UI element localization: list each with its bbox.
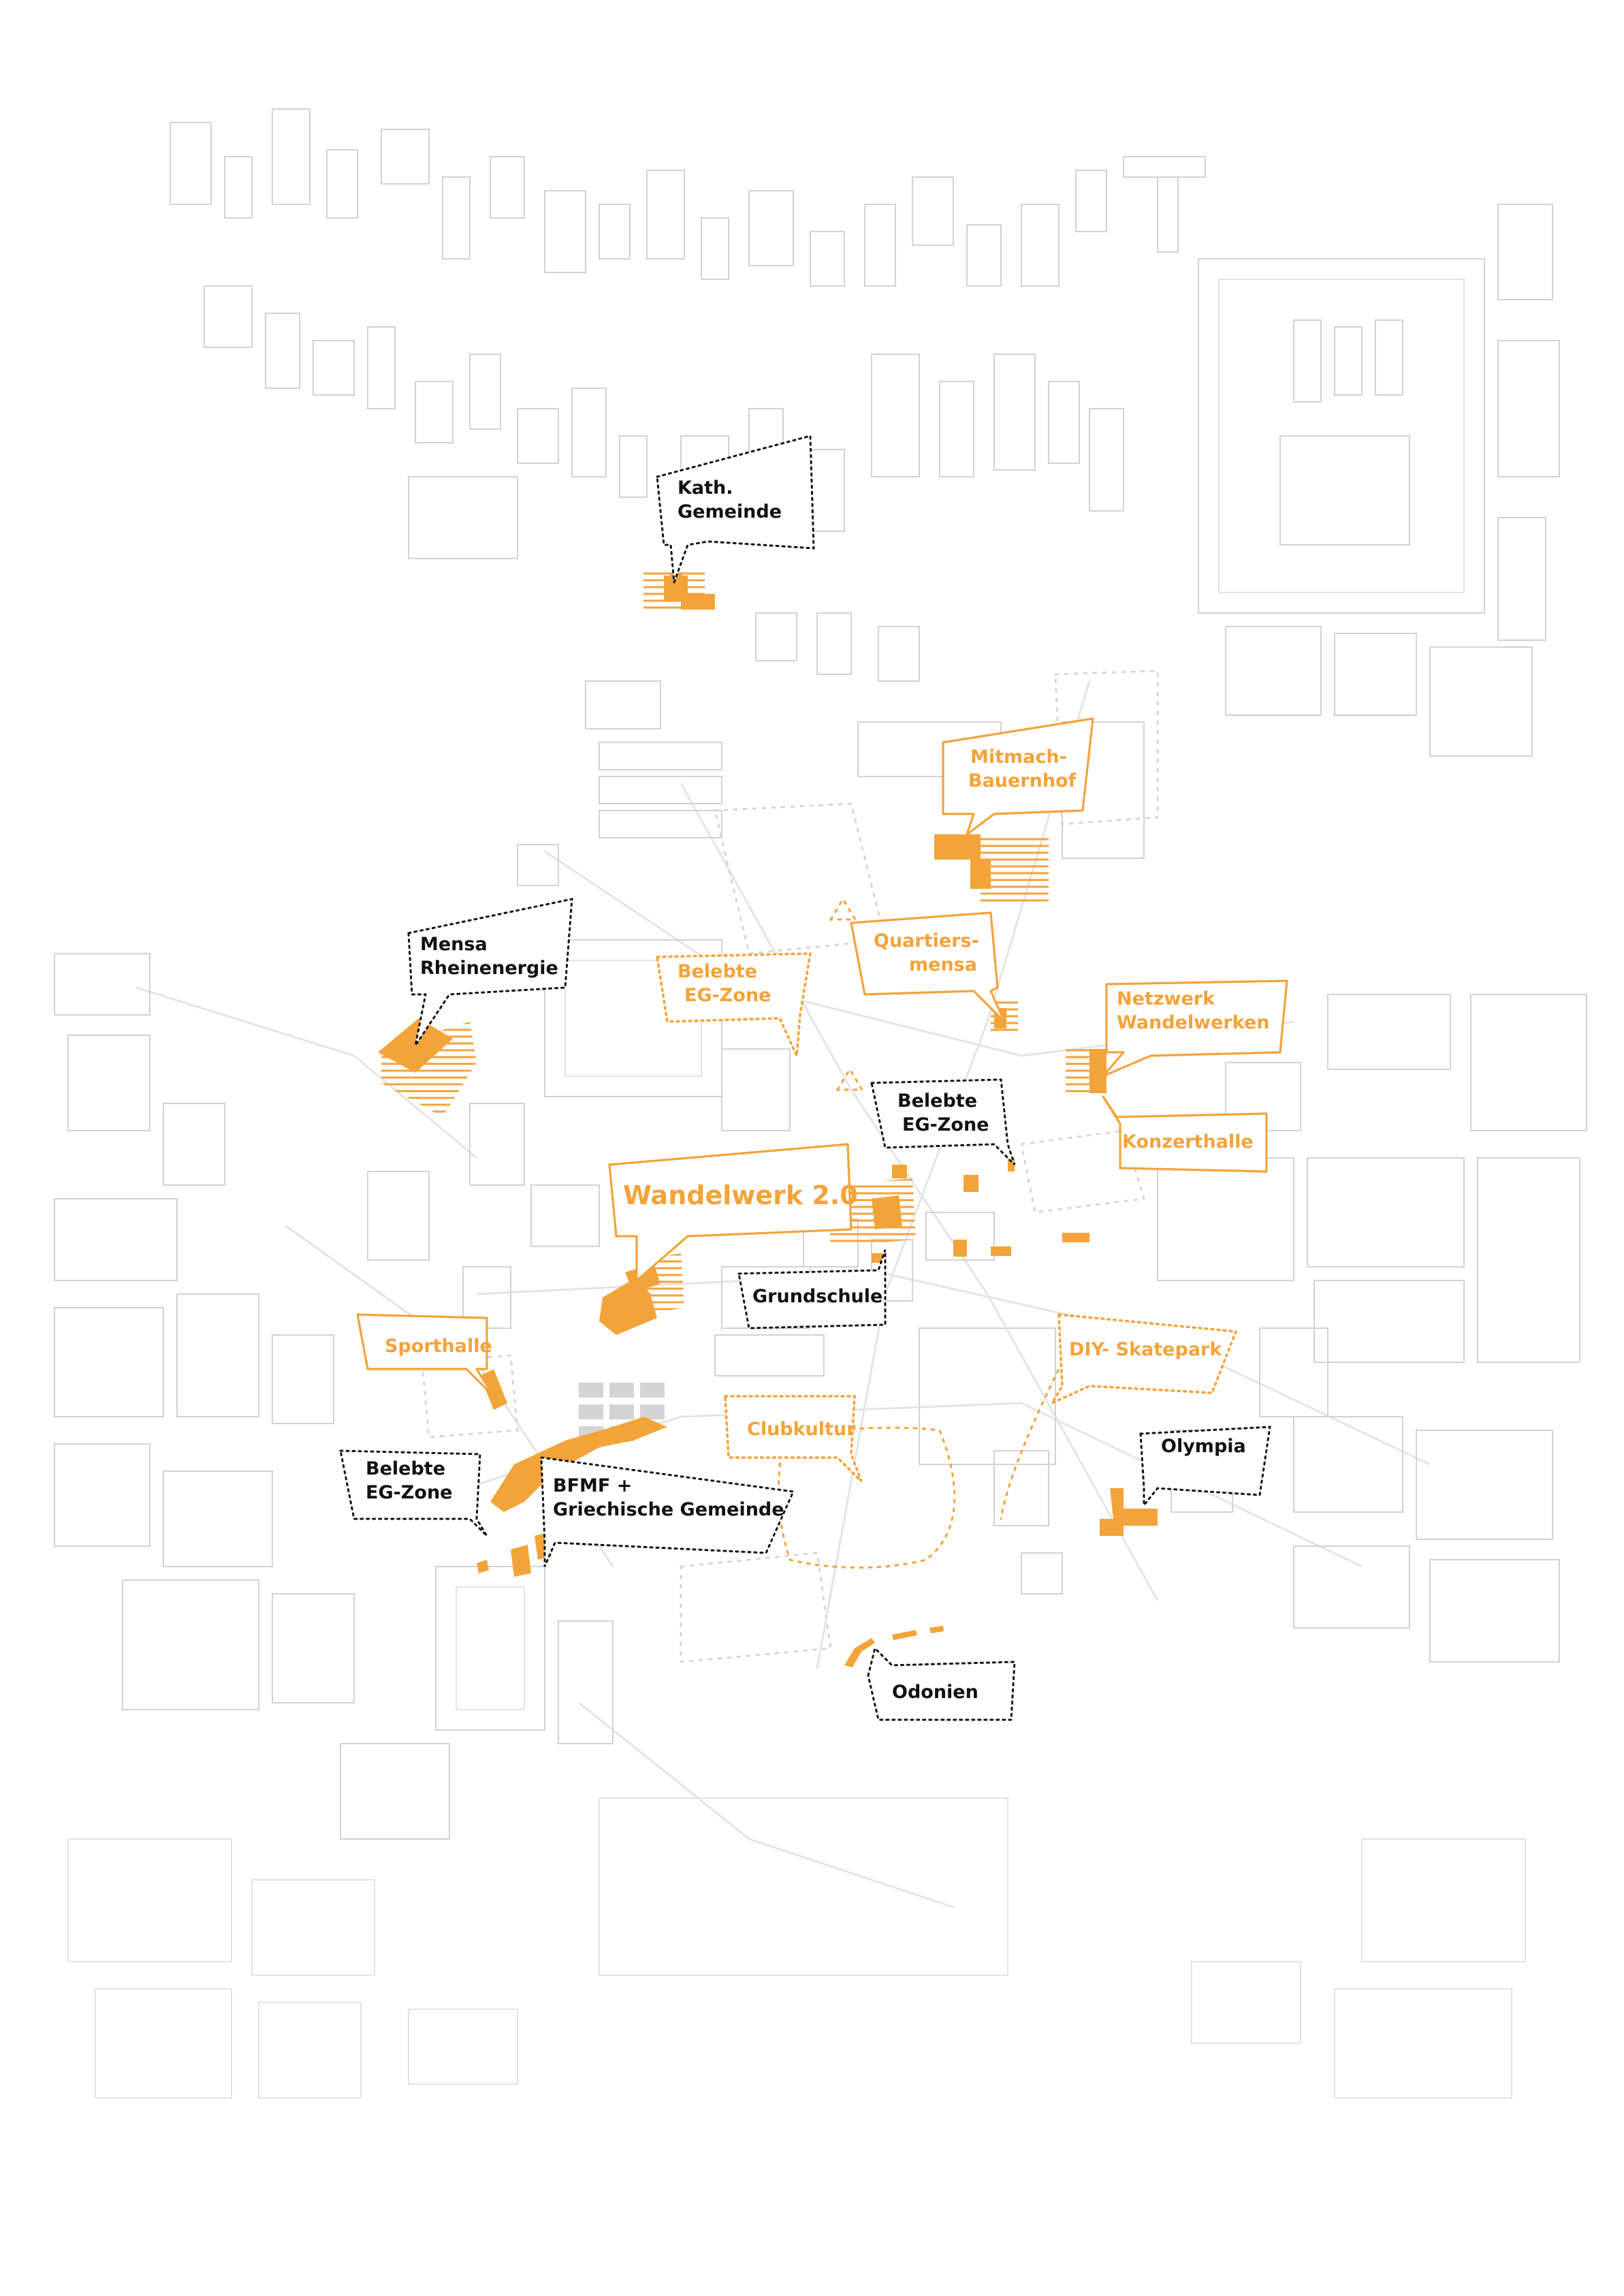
label-bfmf-line2: Griechische Gemeinde <box>553 1499 784 1520</box>
label-netzwerk-wandelwerken-line1: Netzwerk <box>1117 988 1215 1009</box>
label-mitmach-bauernhof-line1: Mitmach- <box>970 746 1067 768</box>
label-kath-gemeinde-line1: Kath. <box>678 477 733 499</box>
background-urban-fabric <box>54 108 1587 2098</box>
label-konzerthalle[interactable]: Konzerthalle <box>1102 1095 1268 1173</box>
label-olympia-text: Olympia <box>1161 1436 1246 1457</box>
label-quartiersmensa-line1: Quartiers- <box>874 930 979 952</box>
site-olympia[interactable] <box>1100 1488 1158 1536</box>
label-belebte-eg-zone-center[interactable]: Belebte EG-Zone <box>870 1078 1016 1166</box>
label-clubkultur[interactable]: Clubkultur <box>724 1395 863 1483</box>
label-bfmf-line1: BFMF + <box>553 1475 632 1496</box>
label-sporthalle[interactable]: Sporthalle <box>356 1313 495 1398</box>
label-kath-gemeinde-line2: Gemeinde <box>678 501 782 522</box>
east-building-blocks <box>1157 994 1587 1663</box>
label-belebte-eg-zone-orange[interactable]: Belebte EG-Zone <box>655 952 812 1060</box>
south-building-blocks <box>67 1797 1526 2098</box>
label-konzerthalle-text: Konzerthalle <box>1122 1131 1254 1152</box>
label-sporthalle-text: Sporthalle <box>385 1336 492 1357</box>
label-netzwerk-wandelwerken[interactable]: Netzwerk Wandelwerken <box>1102 979 1288 1078</box>
label-bfmf[interactable]: BFMF + Griechische Gemeinde <box>540 1456 795 1567</box>
site-belebte-eg-zone-center[interactable] <box>872 1158 1089 1263</box>
label-belebte-eg-zone-orange-line1: Belebte <box>678 961 757 982</box>
label-bubbles: Kath. Gemeinde Mitmach- Bauernhof Mensa … <box>339 435 1288 1721</box>
site-netzwerk-konzerthalle[interactable] <box>1066 1049 1106 1097</box>
label-mitmach-bauernhof-line2: Bauernhof <box>968 770 1077 791</box>
label-belebte-eg-zone-center-line2: EG-Zone <box>902 1114 989 1135</box>
label-mitmach-bauernhof[interactable]: Mitmach- Bauernhof <box>942 717 1094 836</box>
label-belebte-eg-zone-center-line1: Belebte <box>897 1090 977 1112</box>
label-mensa-rheinenergie-line2: Rheinenergie <box>420 958 558 979</box>
label-belebte-eg-zone-west[interactable]: Belebte EG-Zone <box>339 1449 488 1537</box>
label-olympia[interactable]: Olympia <box>1139 1426 1271 1509</box>
label-diy-skatepark[interactable]: DIY- Skatepark <box>1049 1313 1238 1406</box>
label-belebte-eg-zone-west-line2: EG-Zone <box>366 1482 452 1503</box>
label-odonien[interactable]: Odonien <box>867 1646 1016 1721</box>
northeast-building-blocks <box>1198 204 1560 757</box>
label-clubkultur-text: Clubkultur <box>747 1419 856 1440</box>
label-odonien-text: Odonien <box>892 1682 978 1703</box>
label-kath-gemeinde[interactable]: Kath. Gemeinde <box>656 435 815 583</box>
label-mensa-rheinenergie-line1: Mensa <box>420 934 488 955</box>
site-sporthalle[interactable] <box>480 1369 507 1410</box>
site-mensa-rheinenergie[interactable] <box>378 1018 477 1117</box>
label-quartiersmensa[interactable]: Quartiers- mensa <box>850 911 1006 1023</box>
label-belebte-eg-zone-orange-line2: EG-Zone <box>684 985 771 1006</box>
site-odonien[interactable] <box>844 1626 944 1667</box>
label-mensa-rheinenergie[interactable]: Mensa Rheinenergie <box>407 898 573 1046</box>
site-mitmach-bauernhof[interactable] <box>934 834 1049 906</box>
label-grundschule[interactable]: Grundschule <box>737 1249 887 1330</box>
site-kath-gemeinde[interactable] <box>643 569 715 610</box>
north-building-blocks <box>170 108 1206 559</box>
label-belebte-eg-zone-west-line1: Belebte <box>366 1458 445 1479</box>
label-netzwerk-wandelwerken-line2: Wandelwerken <box>1117 1012 1270 1033</box>
label-quartiersmensa-line2: mensa <box>909 954 977 975</box>
label-grundschule-text: Grundschule <box>752 1286 882 1307</box>
label-wandelwerk-text: Wandelwerk 2.0 <box>623 1180 858 1210</box>
label-diy-skatepark-text: DIY- Skatepark <box>1069 1339 1222 1360</box>
west-building-blocks <box>54 953 614 1840</box>
label-wandelwerk[interactable]: Wandelwerk 2.0 <box>608 1143 858 1282</box>
